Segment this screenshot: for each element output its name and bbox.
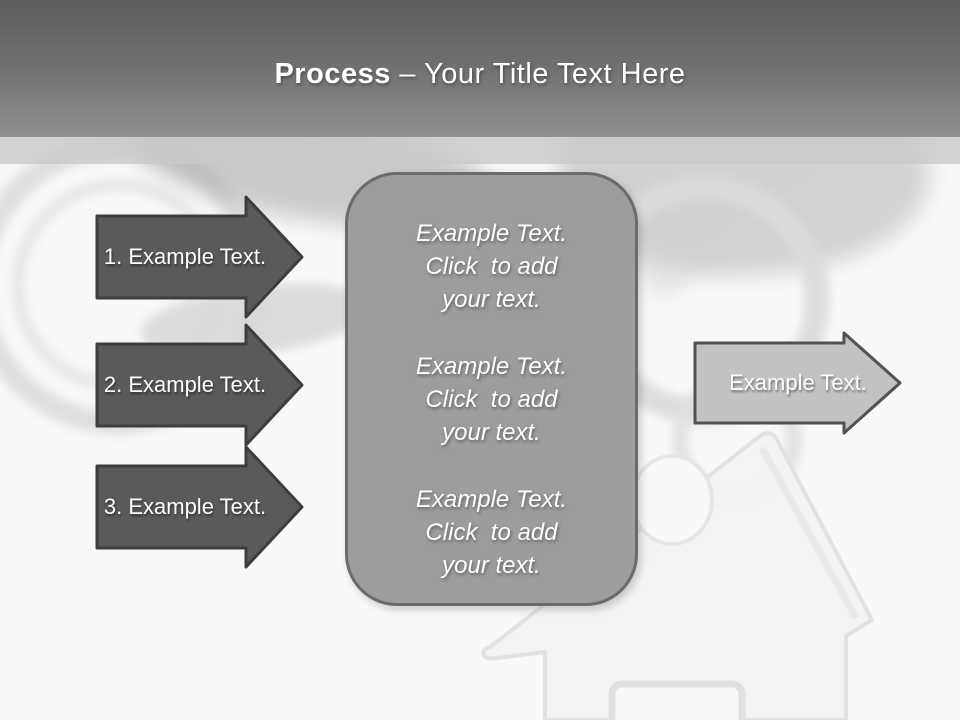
placeholder-line: Click to add <box>425 386 558 413</box>
header-accent-band <box>0 137 960 164</box>
arrow-right-shape <box>95 445 304 569</box>
page-title[interactable]: Process – Your Title Text Here <box>274 46 685 91</box>
placeholder-line: Example Text. <box>415 486 568 513</box>
center-text-box[interactable]: Example Text. Click to add your text. Ex… <box>345 172 638 606</box>
slide-header: Process – Your Title Text Here <box>0 0 960 137</box>
placeholder-paragraph: Example Text. Click to add your text. <box>348 483 635 582</box>
arrow-right-shape <box>95 323 304 447</box>
arrow-right-shape <box>95 195 304 319</box>
title-placeholder-text: – Your Title Text Here <box>390 58 686 90</box>
placeholder-line: your text. <box>442 286 541 313</box>
placeholder-line: Example Text. <box>415 220 568 247</box>
placeholder-paragraph: Example Text. Click to add your text. <box>348 217 635 316</box>
placeholder-line: Click to add <box>425 519 558 546</box>
title-keyword: Process <box>274 58 391 90</box>
placeholder-line: your text. <box>442 552 541 579</box>
placeholder-line: Example Text. <box>415 353 568 380</box>
placeholder-paragraph: Example Text. Click to add your text. <box>348 350 635 449</box>
arrow-right-shape <box>693 331 902 435</box>
placeholder-line: Click to add <box>425 253 558 280</box>
step-arrow-2[interactable]: 2. Example Text. <box>94 322 306 448</box>
result-arrow[interactable]: Example Text. <box>692 323 904 443</box>
step-arrow-3[interactable]: 3. Example Text. <box>94 444 306 570</box>
placeholder-line: your text. <box>442 419 541 446</box>
step-arrow-1[interactable]: 1. Example Text. <box>94 194 306 320</box>
